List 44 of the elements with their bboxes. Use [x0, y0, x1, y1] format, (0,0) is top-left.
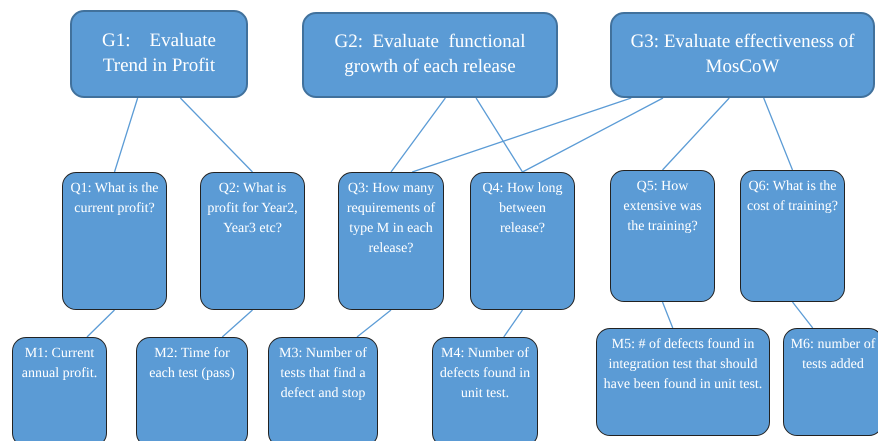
node-text: G1: Evaluate Trend in Profit [101, 29, 217, 78]
connector-line [662, 98, 730, 170]
metric-box [136, 337, 248, 441]
node-text: G2: Evaluate functional growth of each release [334, 30, 526, 79]
connector-line [390, 98, 446, 172]
question-box [470, 172, 575, 310]
connector-line [792, 302, 814, 328]
node-text: G3: Evaluate effectiveness of MosCoW [630, 30, 856, 79]
connector-line [476, 98, 524, 172]
question-box [338, 172, 444, 310]
question-box [62, 172, 167, 310]
metric-box [268, 337, 378, 441]
connector-line [662, 302, 674, 328]
node-text: Q3: How many requirements of type M in each release? [346, 180, 436, 258]
connector-line [356, 310, 392, 338]
node-text: M6: number of tests added [790, 336, 876, 374]
connector-line [412, 97, 632, 173]
node-text: M1: Current annual profit. [20, 345, 98, 383]
connector-line [222, 310, 253, 338]
node-text: M5: # of defects found in integration test that should have been found in unit test. [602, 336, 764, 394]
question-box [740, 170, 845, 302]
node-text: M2: Time for each test (pass) [148, 345, 236, 383]
node-text: Q6: What is the cost of training? [746, 178, 839, 216]
metric-box [432, 337, 538, 441]
connector-line [180, 98, 253, 172]
question-box [200, 172, 305, 310]
question-box [610, 170, 715, 302]
goal-box [302, 12, 558, 98]
connector-line [763, 98, 794, 170]
connector-line [522, 97, 664, 173]
goal-box [610, 12, 875, 98]
goal-box [70, 10, 248, 98]
connector-line [114, 98, 138, 172]
node-text: Q4: How long between release? [481, 180, 564, 238]
node-text: Q1: What is the current profit? [69, 180, 160, 218]
node-text: Q2: What is profit for Year2, Year3 etc? [206, 180, 299, 238]
metric-box [12, 337, 107, 441]
node-text: M3: Number of tests that find a defect and stop [278, 345, 368, 403]
connector-line [86, 310, 115, 338]
node-text: Q5: How extensive was the training? [622, 178, 703, 236]
connector-line [503, 310, 524, 338]
metric-box [783, 328, 878, 436]
node-text: M4: Number of defects found in unit test. [438, 345, 532, 403]
metric-box [596, 328, 770, 436]
